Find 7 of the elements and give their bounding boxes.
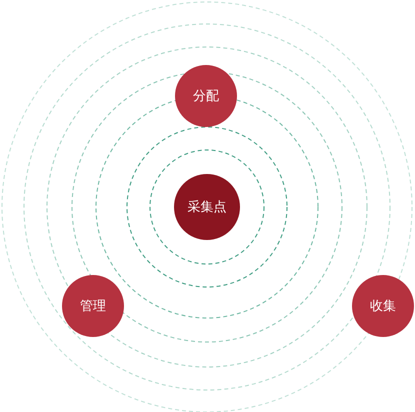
circle-node	[175, 65, 237, 127]
node-label: 采集点	[188, 199, 226, 216]
circle-node	[352, 275, 414, 337]
node-label: 收集	[370, 298, 396, 315]
circle-node	[62, 275, 124, 337]
node-label: 分配	[193, 88, 219, 105]
node-label: 管理	[80, 298, 106, 315]
